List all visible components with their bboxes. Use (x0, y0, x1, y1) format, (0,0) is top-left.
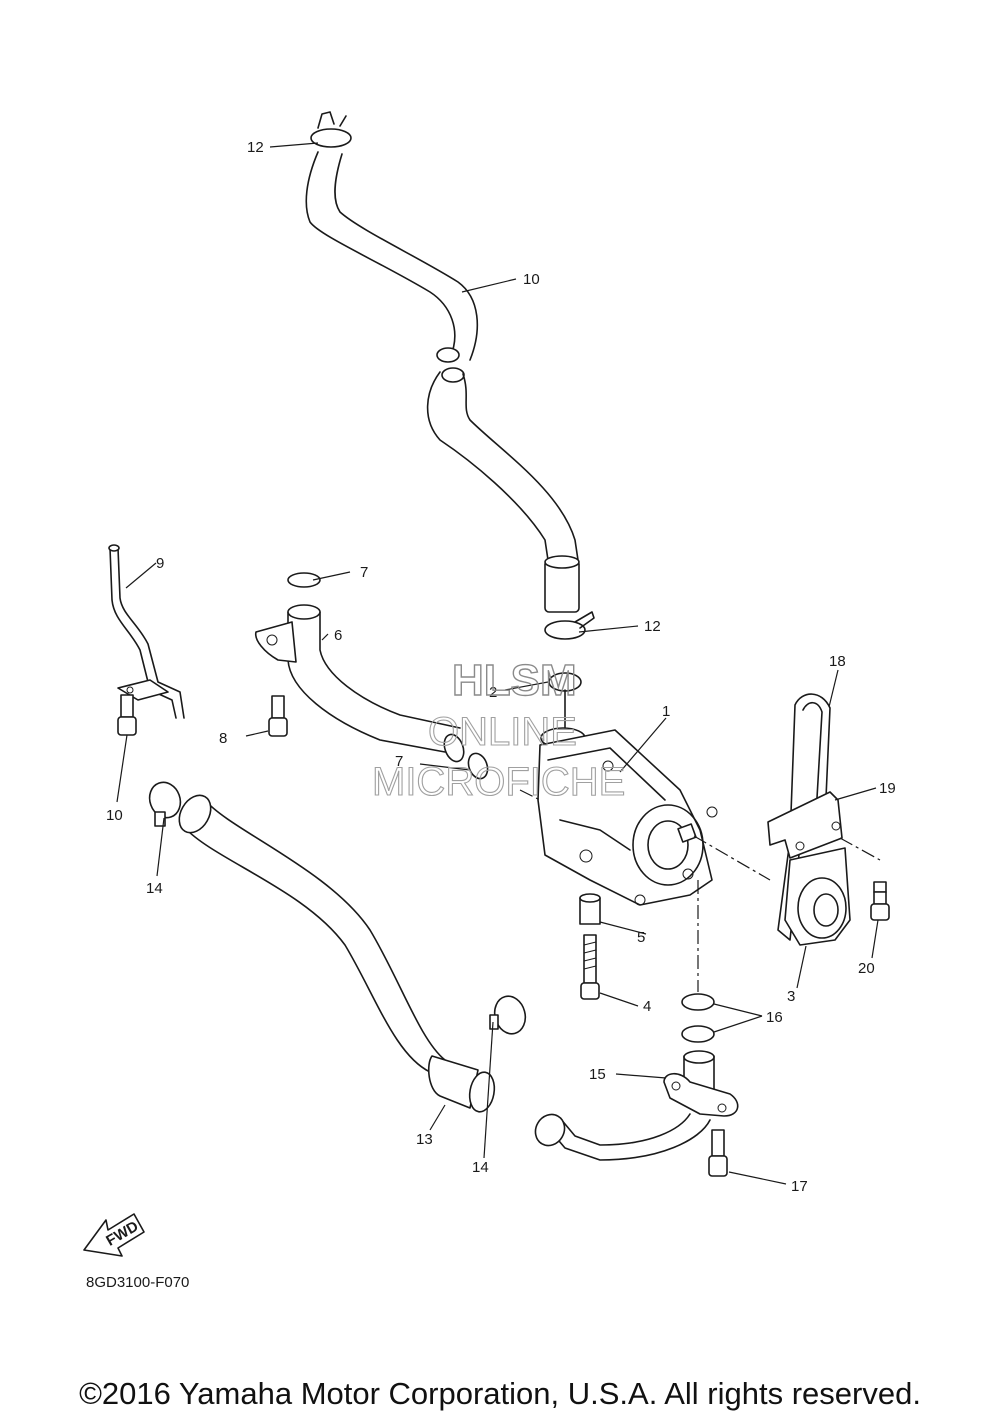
bolt-4 (580, 934, 600, 1000)
callout-3: 3 (787, 988, 795, 1005)
sprocket-3 (784, 837, 881, 946)
chain-guide-19 (767, 791, 843, 859)
callout-12-lower: 12 (644, 618, 661, 635)
hose-clamp-upper (310, 111, 352, 148)
callout-10: 10 (106, 807, 123, 824)
callout-5: 5 (637, 929, 645, 946)
oil-strainer-pipe-15 (534, 1050, 739, 1161)
watermark: HLSM ONLINE MICROFICHE (371, 655, 625, 804)
callout-11: 10 (523, 271, 540, 288)
hose-clamp-lower (544, 611, 595, 640)
leader-lines (116, 142, 879, 1185)
bolt-10 (117, 694, 137, 736)
o-ring-16-lower (681, 1025, 715, 1043)
callout-14-lower: 14 (472, 1159, 489, 1176)
bolt-20 (870, 881, 890, 921)
watermark-line-3: MICROFICHE (372, 760, 625, 804)
upper-oil-hose (305, 151, 580, 613)
callout-20: 20 (858, 960, 875, 977)
callout-13: 13 (416, 1131, 433, 1148)
callout-16: 16 (766, 1009, 783, 1026)
o-ring-7-lower (467, 752, 489, 780)
lower-oil-hose-13 (178, 794, 496, 1113)
callout-12-top: 12 (247, 139, 264, 156)
callout-7-upper: 7 (360, 564, 368, 581)
callout-labels: 12 10 12 7 6 9 8 10 14 7 2 1 5 4 3 18 19… (106, 139, 896, 1195)
callout-2: 2 (489, 684, 497, 701)
oil-pipe-6 (254, 604, 465, 763)
callout-9: 9 (156, 555, 164, 572)
oil-pump-assembly (519, 689, 771, 906)
callout-4: 4 (643, 998, 651, 1015)
o-ring-16-upper (681, 993, 715, 1011)
drive-chain-18 (777, 693, 831, 941)
callout-7-lower: 7 (395, 753, 403, 770)
copyright-notice: ©2016 Yamaha Motor Corporation, U.S.A. A… (79, 1376, 921, 1411)
drawing-code: 8GD3100-F070 (86, 1274, 189, 1291)
callout-1: 1 (662, 703, 670, 720)
dowel-pin-5 (579, 893, 601, 925)
bolt-8 (268, 695, 288, 737)
callout-6: 6 (334, 627, 342, 644)
hose-clamp-14-lower (489, 995, 527, 1035)
callout-14-left: 14 (146, 880, 163, 897)
hose-clamp-14-upper (148, 781, 182, 827)
fwd-arrow-icon: FWD (83, 1213, 145, 1257)
o-ring-7-upper (287, 572, 321, 588)
watermark-line-1: HLSM (452, 656, 577, 705)
callout-8: 8 (219, 730, 227, 747)
bolt-17 (708, 1129, 728, 1177)
callout-18: 18 (829, 653, 846, 670)
callout-15: 15 (589, 1066, 606, 1083)
callout-17: 17 (791, 1178, 808, 1195)
watermark-line-2: ONLINE (428, 710, 577, 754)
callout-19: 19 (879, 780, 896, 797)
